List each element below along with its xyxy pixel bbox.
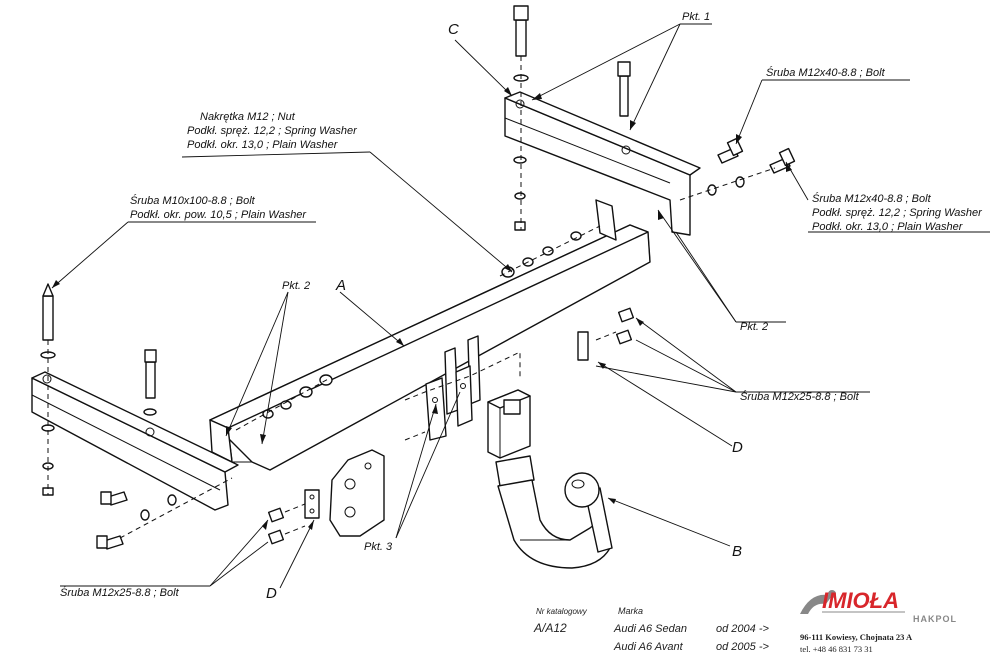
right-small-bolt-label: Śruba M12x25-8.8 ; Bolt	[740, 390, 860, 403]
left-washer-label: Podkł. okr. pow. 10,5 ; Plain Washer	[130, 209, 307, 221]
imiola-logo: IMIOŁA HAKPOL 96-111 Kowiesy, Chojnata 2…	[800, 588, 957, 654]
brand-label: Marka	[618, 606, 643, 616]
electric-socket-plate	[304, 449, 385, 537]
top-right-bolt-label: Śruba M12x40-8.8 ; Bolt	[766, 66, 886, 79]
callout-c: C	[448, 21, 459, 38]
callout-pkt3: Pkt. 3	[364, 541, 393, 553]
left-bolt-label: Śruba M10x100-8.8 ; Bolt	[130, 194, 256, 207]
right-plate-bolts	[577, 307, 635, 361]
callout-pkt1: Pkt. 1	[682, 11, 710, 23]
hook-icon	[800, 594, 832, 614]
right-bolt-label: Śruba M12x40-8.8 ; Bolt	[812, 192, 932, 205]
right-spring-washer-label: Podkł. spręż. 12,2 ; Spring Washer	[812, 207, 983, 219]
socket-block	[487, 389, 531, 459]
plain-washer-label: Podkł. okr. 13,0 ; Plain Washer	[187, 139, 339, 151]
callout-d-right: D	[732, 439, 743, 456]
tow-ball-neck	[495, 455, 613, 569]
callout-pkt2-left: Pkt. 2	[282, 280, 310, 292]
callout-b: B	[732, 543, 742, 560]
left-side-bracket	[31, 371, 239, 511]
left-vertical-bolts	[40, 283, 157, 496]
right-side-bolts	[679, 137, 796, 201]
main-crossbar	[209, 199, 651, 471]
logo-name: IMIOŁA	[822, 588, 899, 613]
vertical-bolts	[513, 5, 631, 231]
model-2-from: od 2005 ->	[716, 641, 769, 653]
nut-label: Nakrętka M12 ; Nut	[200, 111, 296, 123]
leader-lines	[51, 23, 990, 589]
logo-address: 96-111 Kowiesy, Chojnata 23 A	[800, 632, 913, 642]
left-side-bolts	[96, 477, 233, 550]
left-plate-bolts	[267, 503, 306, 545]
logo-sub: HAKPOL	[913, 614, 957, 624]
callout-pkt2-right: Pkt. 2	[740, 321, 768, 333]
model-2-name: Audi A6 Avant	[613, 641, 684, 653]
model-1-from: od 2004 ->	[716, 623, 769, 635]
logo-phone: tel. +48 46 831 73 31	[800, 644, 873, 654]
catalog-label: Nr katalogowy	[536, 607, 588, 616]
callout-a: A	[335, 277, 346, 294]
left-small-bolt-label: Śruba M12x25-8.8 ; Bolt	[60, 586, 180, 599]
spring-washer-label: Podkł. spręż. 12,2 ; Spring Washer	[187, 125, 358, 137]
callout-d-left: D	[266, 585, 277, 602]
right-plain-washer-label: Podkł. okr. 13,0 ; Plain Washer	[812, 221, 964, 233]
right-side-bracket	[504, 91, 701, 236]
model-1-name: Audi A6 Sedan	[613, 623, 687, 635]
catalog-number: A/A12	[533, 621, 567, 635]
